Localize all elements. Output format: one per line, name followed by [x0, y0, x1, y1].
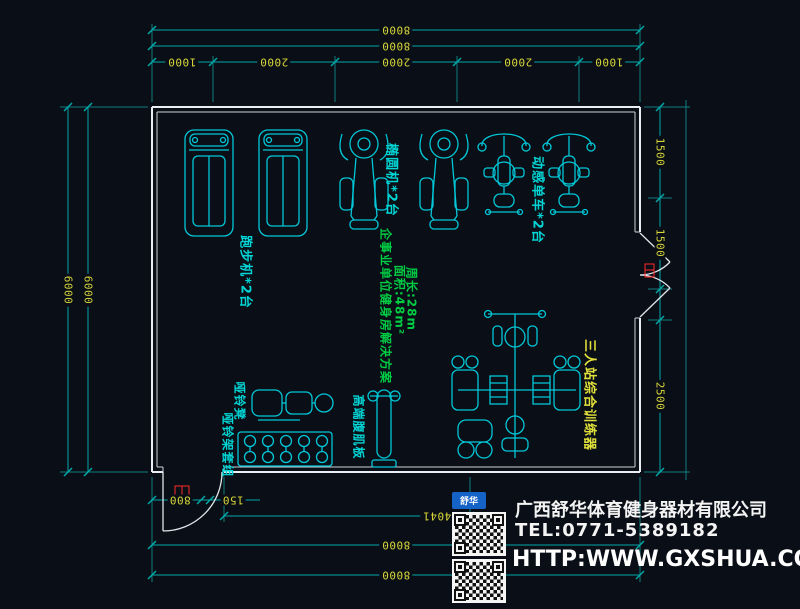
dim-top-seg-4: 2000 [501, 55, 535, 69]
multi-trainer-drawing [451, 309, 581, 459]
label-elliptical: 椭圆机*2台 [383, 143, 399, 217]
dim-bottom-overall-2: 8000 [379, 568, 413, 582]
dim-left-1: 6000 [61, 273, 75, 307]
plan-note-perimeter: 周长:28m [404, 266, 419, 332]
dim-bottom-4041: 4041 [420, 509, 454, 523]
treadmill-drawings [184, 129, 308, 237]
ab-board-drawing [367, 389, 401, 468]
dim-left-2: 6000 [81, 273, 95, 307]
elliptical-drawings [339, 129, 469, 230]
dim-bottom-150: 150 [220, 493, 246, 507]
dim-right-seg-3: 2500 [653, 379, 667, 413]
dim-top-seg-1: 1000 [165, 55, 199, 69]
dim-top-seg-3: 2000 [379, 55, 413, 69]
dimension-ticks [63, 25, 665, 580]
qr-code-1 [452, 512, 506, 556]
walls-inner-line [156, 111, 640, 472]
dim-right-seg-2: 1500 [653, 226, 667, 260]
qr-code-2 [452, 559, 506, 603]
dim-top-overall-1: 8000 [379, 23, 413, 37]
company-website: HTTP:WWW.GXSHUA.COM [512, 547, 800, 572]
label-spin-bike: 动感单车*2台 [529, 156, 545, 244]
qr-finder-icon [454, 589, 466, 601]
dumbbell-bench-drawing [251, 389, 334, 421]
dim-bottom-overall-1: 8000 [379, 538, 413, 552]
dim-top-overall-2: 8000 [379, 39, 413, 53]
dim-top-seg-2: 2000 [257, 55, 291, 69]
qr-finder-icon [492, 514, 504, 526]
door-swings [162, 232, 671, 532]
qr-finder-icon [454, 561, 466, 573]
qr-finder-icon [454, 514, 466, 526]
label-treadmill: 跑步机*2台 [237, 235, 253, 309]
qr-finder-icon [492, 561, 504, 573]
company-tel: TEL:0771-5389182 [515, 520, 720, 541]
walls [151, 106, 641, 473]
dim-right-seg-1: 1500 [653, 135, 667, 169]
label-multi-trainer: 三人站综合训练器 [581, 338, 597, 452]
label-dumbbell-rack: 哑铃架套组 [220, 412, 235, 478]
dim-top-seg-5: 1000 [592, 55, 626, 69]
dim-bottom-800: 800 [167, 493, 193, 507]
qr-finder-icon [454, 542, 466, 554]
company-name: 广西舒华体育健身器材有限公司 [515, 500, 767, 521]
dumbbell-rack-drawing [237, 431, 333, 467]
label-ab-board: 高端腹肌板 [351, 394, 366, 460]
company-logo: 舒华 [452, 492, 486, 509]
